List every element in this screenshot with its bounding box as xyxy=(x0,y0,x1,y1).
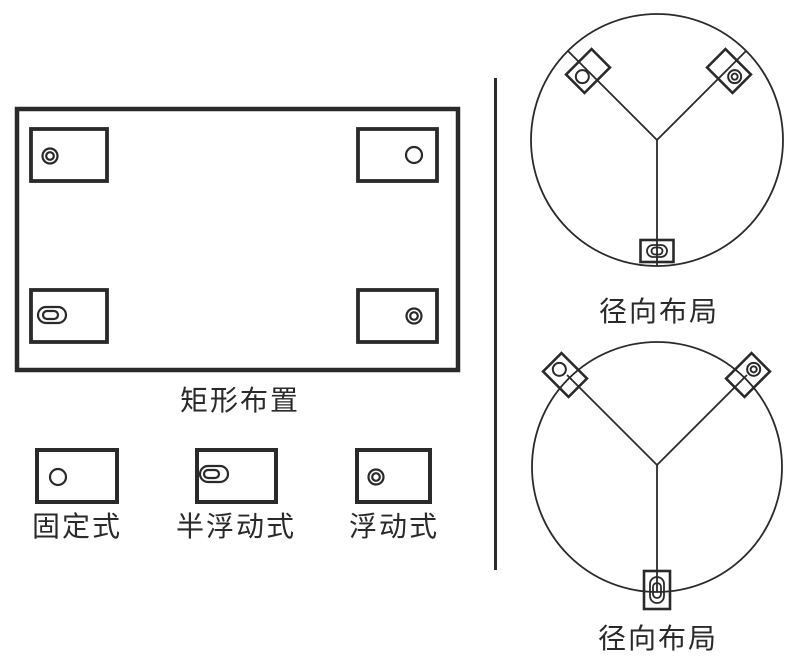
mount-box-top-left xyxy=(29,127,109,183)
rect-layout-label: 矩形布置 xyxy=(179,385,301,416)
mount-box-bottom-right xyxy=(356,288,439,344)
radial-layout-2 xyxy=(531,341,783,611)
fixed-mount-icon xyxy=(551,361,567,377)
floating-mount-icon xyxy=(727,69,743,85)
legend-box-fixed xyxy=(35,448,119,504)
fixed-mount-icon xyxy=(574,69,590,85)
rotated-mount-box-fixed xyxy=(541,351,589,399)
legend-box-semi-floating xyxy=(195,448,278,504)
rect-layout-outline xyxy=(14,106,461,373)
legend-label-floating: 浮动式 xyxy=(348,511,440,542)
radial-arm-upper-left xyxy=(567,50,658,141)
fixed-mount-icon xyxy=(404,145,424,165)
legend xyxy=(35,448,432,504)
rectangular-layout xyxy=(14,106,461,373)
fixed-mount-icon xyxy=(48,467,68,487)
bottom-mount-box-semi-floating xyxy=(639,238,675,264)
legend-box-floating xyxy=(355,448,432,504)
radial-layout-2-label: 径向布局 xyxy=(597,623,719,654)
radial-arm-upper-right xyxy=(656,50,747,141)
semi-floating-mount-icon xyxy=(646,244,668,258)
floating-mount-icon xyxy=(405,307,423,325)
semi-floating-mount-icon xyxy=(36,305,68,325)
radial-arm-upper-right xyxy=(656,374,748,466)
mount-box-top-right xyxy=(356,127,439,183)
radial-arm-upper-left xyxy=(566,374,658,466)
semi-floating-mount-icon xyxy=(198,464,230,484)
floating-mount-icon xyxy=(746,361,762,377)
radial-layout-1 xyxy=(530,13,784,267)
radial-layout-1-label: 径向布局 xyxy=(598,296,720,327)
semi-floating-mount-icon xyxy=(649,576,665,604)
floating-mount-icon xyxy=(41,147,59,165)
legend-label-fixed: 固定式 xyxy=(31,511,123,542)
bottom-mount-box-semi-floating xyxy=(642,569,672,611)
rotated-mount-box-floating xyxy=(724,351,772,399)
floating-mount-icon xyxy=(367,468,385,486)
mount-box-bottom-left xyxy=(29,288,109,344)
rotated-mount-box-floating xyxy=(705,47,753,95)
rotated-mount-box-fixed xyxy=(564,47,612,95)
legend-label-semi-floating: 半浮动式 xyxy=(175,511,297,542)
